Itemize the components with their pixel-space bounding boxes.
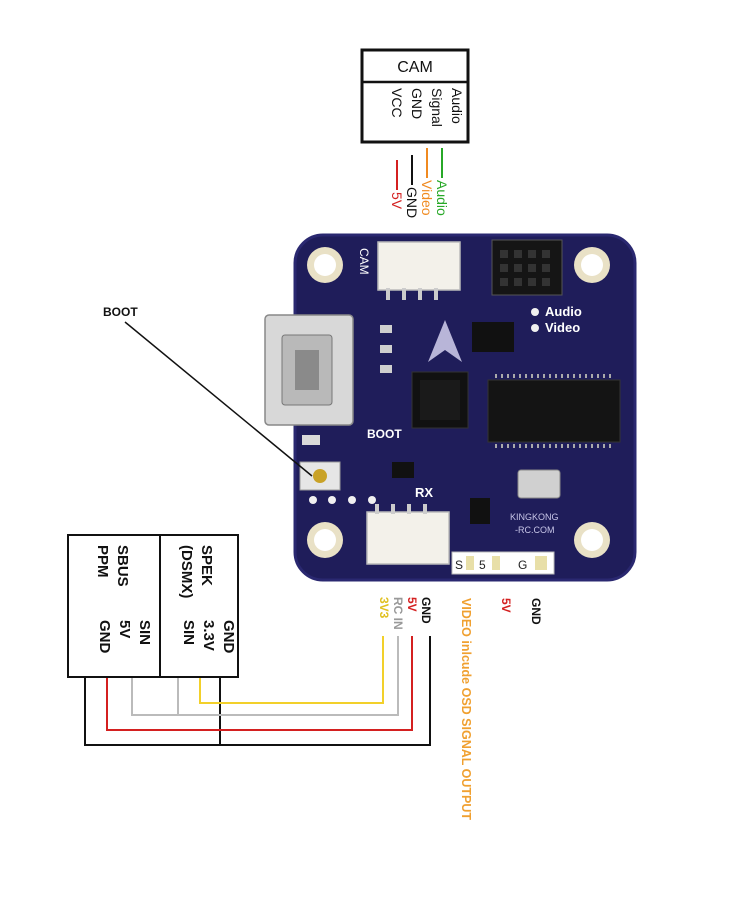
flight-controller-board: CAM Audio Video bbox=[264, 233, 637, 582]
rx-wires: GND 5V RC IN 3V3 bbox=[84, 597, 433, 746]
rx-wire-gnd-label: GND bbox=[419, 597, 433, 624]
spek-label: SPEK bbox=[198, 545, 215, 586]
rx-wire-3v3-label: 3V3 bbox=[377, 597, 391, 619]
sbus-label: SBUS bbox=[114, 545, 131, 587]
osd-output-pads bbox=[451, 551, 555, 575]
cam-connector-icon bbox=[377, 241, 461, 300]
cam-wire-audio-label: Audio bbox=[434, 180, 450, 216]
resistor-icon bbox=[380, 365, 392, 373]
video-output-label: VIDEO inlcude OSD SIGNAL OUTPUT bbox=[459, 598, 473, 820]
spek-dsmx-box: SPEK (DSMX) GND 3.3V SIN bbox=[159, 534, 239, 678]
sbus-5v-label: 5V bbox=[116, 620, 133, 638]
osd-chip-icon bbox=[487, 374, 621, 448]
led-icon bbox=[302, 435, 320, 445]
dsmx-label: (DSMX) bbox=[178, 545, 195, 598]
boot-callout-line bbox=[124, 321, 313, 477]
ppm-label: PPM bbox=[94, 545, 111, 578]
osd-gnd-label: GND bbox=[529, 598, 543, 625]
cam-box: CAM Audio Signal GND VCC bbox=[360, 48, 470, 144]
audio-pad-icon bbox=[531, 308, 539, 316]
resistor-icon bbox=[380, 345, 392, 353]
osd-pad-g-label: G bbox=[518, 558, 527, 572]
rx-wire-rcin-label: RC IN bbox=[391, 597, 405, 630]
pad-icon bbox=[368, 496, 376, 504]
board-audio-label: Audio bbox=[545, 304, 582, 319]
cam-wire-5v-label: 5V bbox=[389, 192, 405, 210]
cam-wire-video-label: Video bbox=[419, 180, 435, 216]
micro-usb-port-icon bbox=[264, 314, 354, 426]
board-brand-line2: -RC.COM bbox=[515, 525, 555, 535]
mounting-hole-icon bbox=[307, 247, 343, 283]
pad-icon bbox=[328, 496, 336, 504]
regulator-icon bbox=[392, 462, 414, 478]
cam-pin-audio: Audio bbox=[449, 88, 465, 124]
pin-header-icon bbox=[491, 239, 563, 296]
sbus-gnd-label: GND bbox=[96, 620, 113, 654]
logo-icon bbox=[428, 320, 462, 362]
crystal-icon bbox=[517, 469, 561, 499]
cam-wire-gnd-label: GND bbox=[404, 187, 420, 218]
spek-gnd-label: GND bbox=[220, 620, 237, 654]
rx-connector-icon bbox=[366, 504, 450, 565]
osd-pad-s-label: S bbox=[455, 558, 463, 572]
spek-3v3-label: 3.3V bbox=[200, 620, 217, 651]
board-boot-label: BOOT bbox=[367, 427, 402, 441]
sbus-sin-label: SIN bbox=[136, 620, 153, 645]
resistor-icon bbox=[380, 325, 392, 333]
osd-pad-5-label: 5 bbox=[479, 558, 486, 572]
mcu-chip-icon bbox=[411, 371, 469, 429]
cam-pin-vcc: VCC bbox=[389, 88, 405, 118]
board-rx-label: RX bbox=[415, 485, 433, 500]
video-pad-icon bbox=[531, 324, 539, 332]
pad-icon bbox=[309, 496, 317, 504]
mounting-hole-icon bbox=[574, 522, 610, 558]
boot-button-icon bbox=[299, 461, 341, 491]
cam-title: CAM bbox=[397, 59, 433, 76]
regulator-icon bbox=[470, 498, 490, 524]
mounting-hole-icon bbox=[574, 247, 610, 283]
boot-callout-label: BOOT bbox=[103, 305, 138, 319]
board-video-label: Video bbox=[545, 320, 580, 335]
board-brand-line1: KINGKONG bbox=[510, 512, 559, 522]
osd-5v-label: 5V bbox=[499, 598, 513, 613]
cam-pin-gnd: GND bbox=[409, 88, 425, 119]
board-cam-label: CAM bbox=[357, 248, 371, 275]
mounting-hole-icon bbox=[307, 522, 343, 558]
rx-wire-5v-label: 5V bbox=[405, 597, 419, 612]
chip-icon bbox=[472, 322, 514, 352]
cam-pin-signal: Signal bbox=[429, 88, 445, 127]
pad-icon bbox=[348, 496, 356, 504]
cam-wires: Audio Video GND 5V bbox=[389, 148, 450, 218]
sbus-ppm-box: SBUS PPM SIN 5V GND bbox=[67, 534, 161, 678]
spek-sin-label: SIN bbox=[180, 620, 197, 645]
